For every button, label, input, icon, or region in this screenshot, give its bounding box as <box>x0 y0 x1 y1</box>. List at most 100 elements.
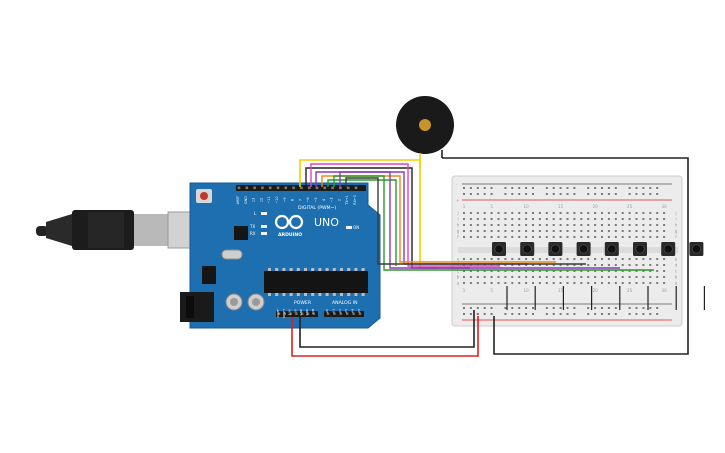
wire-yellow-buzzer[interactable] <box>419 160 438 269</box>
rail-hole <box>594 307 597 309</box>
digital-pin-label: 13 <box>252 198 256 202</box>
rail-hole <box>587 307 590 309</box>
analog-pin-3[interactable] <box>346 312 349 315</box>
terminal-hole <box>552 224 555 226</box>
row-letter: g <box>675 229 678 234</box>
terminal-hole <box>628 264 631 266</box>
terminal-hole <box>635 224 638 226</box>
push-button-1[interactable] <box>492 242 506 256</box>
terminal-hole <box>663 282 666 284</box>
wire-red-5v[interactable] <box>291 316 479 357</box>
chip-pin <box>325 268 329 271</box>
digital-pin-5[interactable] <box>276 186 280 190</box>
terminal-hole <box>532 230 534 232</box>
push-button-8[interactable] <box>689 242 704 256</box>
push-button-4[interactable] <box>576 242 591 256</box>
led-l <box>261 212 267 215</box>
terminal-hole <box>525 212 528 214</box>
terminal-hole <box>463 282 465 284</box>
terminal-hole <box>463 236 465 238</box>
digital-pin-13[interactable] <box>339 186 342 190</box>
chip-pin <box>282 268 286 271</box>
power-pin-2[interactable] <box>289 312 292 315</box>
analog-pin-5[interactable] <box>358 312 362 315</box>
wire-green-signal-2[interactable] <box>333 175 654 271</box>
push-button-6[interactable] <box>633 242 647 256</box>
wire-green-signal[interactable] <box>327 179 397 266</box>
logo-left-ring <box>274 214 290 230</box>
power-pin-1[interactable] <box>283 312 286 315</box>
terminal-hole <box>580 270 583 272</box>
terminal-hole <box>511 218 514 220</box>
terminal-hole <box>594 236 597 238</box>
power-pin-3[interactable] <box>295 312 298 315</box>
terminal-hole <box>559 270 562 272</box>
power-pin-5[interactable] <box>306 312 310 315</box>
wire-black-gnd[interactable] <box>299 310 475 348</box>
digital-pin-4[interactable] <box>268 186 272 190</box>
terminal-hole <box>601 264 603 266</box>
digital-pin-10[interactable] <box>315 186 319 190</box>
power-pin-0[interactable] <box>277 312 281 315</box>
terminal-hole <box>607 276 610 278</box>
wire-purple-signal-2[interactable] <box>339 171 620 269</box>
terminal-hole <box>649 264 652 266</box>
chip-pin <box>268 268 271 271</box>
wire-yellow-pin[interactable] <box>299 159 420 187</box>
digital-pin-11[interactable] <box>323 186 327 190</box>
digital-pin-1[interactable] <box>245 186 249 190</box>
terminal-hole <box>511 230 514 232</box>
terminal-hole <box>628 270 631 272</box>
power-pin-4[interactable] <box>301 312 304 315</box>
power-pin-6[interactable] <box>312 312 315 315</box>
rail-hole <box>490 193 493 195</box>
terminal-hole <box>663 224 666 226</box>
push-button-3[interactable] <box>548 242 563 256</box>
digital-pin-15[interactable] <box>354 186 358 190</box>
terminal-hole <box>559 230 562 232</box>
push-button-2[interactable] <box>520 242 535 256</box>
chip-pin <box>311 293 315 296</box>
rail-hole <box>601 307 603 309</box>
rail-hole <box>601 187 603 189</box>
push-buttons[interactable] <box>492 242 704 256</box>
chip-pin <box>332 268 336 271</box>
digital-pin-3[interactable] <box>261 186 264 190</box>
rail-hole <box>642 307 645 309</box>
usb-cable[interactable] <box>36 210 215 250</box>
analog-pin-4[interactable] <box>352 312 355 315</box>
digital-pin-7[interactable] <box>292 186 295 190</box>
terminal-hole <box>635 230 638 232</box>
digital-pin-14[interactable] <box>346 186 350 190</box>
rail-hole <box>511 313 514 315</box>
terminal-hole <box>573 276 576 278</box>
digital-pin-9[interactable] <box>307 186 311 190</box>
rail-hole <box>525 313 528 315</box>
digital-pin-2[interactable] <box>253 186 256 190</box>
digital-pin-12[interactable] <box>331 186 334 190</box>
digital-pin-0[interactable] <box>237 186 241 190</box>
push-button-7[interactable] <box>661 242 676 256</box>
terminal-hole <box>525 276 528 278</box>
rail-hole <box>469 313 472 315</box>
wire-orange-signal[interactable] <box>321 175 556 263</box>
chip-pin <box>361 293 365 296</box>
digital-pin-8[interactable] <box>300 186 303 190</box>
wire-black-buzzer-ground[interactable] <box>442 157 689 355</box>
analog-pin-2[interactable] <box>339 312 342 315</box>
terminal-hole <box>566 258 569 260</box>
reset-button[interactable] <box>200 192 208 200</box>
push-button-5[interactable] <box>604 242 619 256</box>
analog-pin-1[interactable] <box>333 312 336 315</box>
wire-dark-signal[interactable] <box>345 177 586 265</box>
rail-hole <box>573 307 576 309</box>
wire-pink-signal[interactable] <box>310 163 500 267</box>
digital-pin-6[interactable] <box>284 186 288 190</box>
analog-pin-0[interactable] <box>326 312 330 315</box>
analog-pin-label: A4 <box>351 309 355 313</box>
power-pin-label: RESET <box>282 309 286 318</box>
terminal-hole <box>504 236 507 238</box>
